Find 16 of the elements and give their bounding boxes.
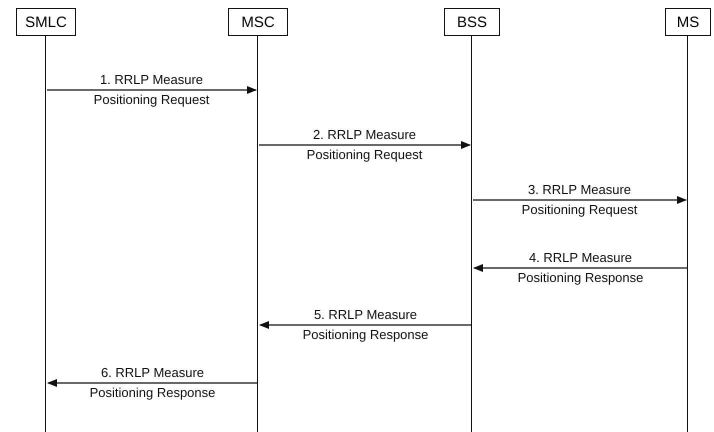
- message-arrow: [47, 379, 257, 387]
- message-label: 6. RRLP Measure Positioning Response: [88, 364, 216, 402]
- lifeline-header-box: MSC: [228, 8, 288, 36]
- message-label: 5. RRLP Measure Positioning Response: [302, 306, 430, 344]
- lifeline-header-box: MS: [665, 8, 711, 36]
- lifeline-header-box: BSS: [444, 8, 500, 36]
- message-arrow: [259, 141, 471, 149]
- message-arrow: [259, 321, 471, 329]
- message-arrow: [47, 86, 257, 94]
- message-arrow: [473, 196, 687, 204]
- message-label: 2. RRLP Measure Positioning Request: [306, 126, 424, 164]
- message-arrow: [473, 264, 687, 272]
- lifeline-header-box: SMLC: [16, 8, 76, 36]
- message-label: 3. RRLP Measure Positioning Request: [520, 181, 638, 219]
- message-label: 1. RRLP Measure Positioning Request: [92, 71, 210, 109]
- message-label: 4. RRLP Measure Positioning Response: [516, 249, 644, 287]
